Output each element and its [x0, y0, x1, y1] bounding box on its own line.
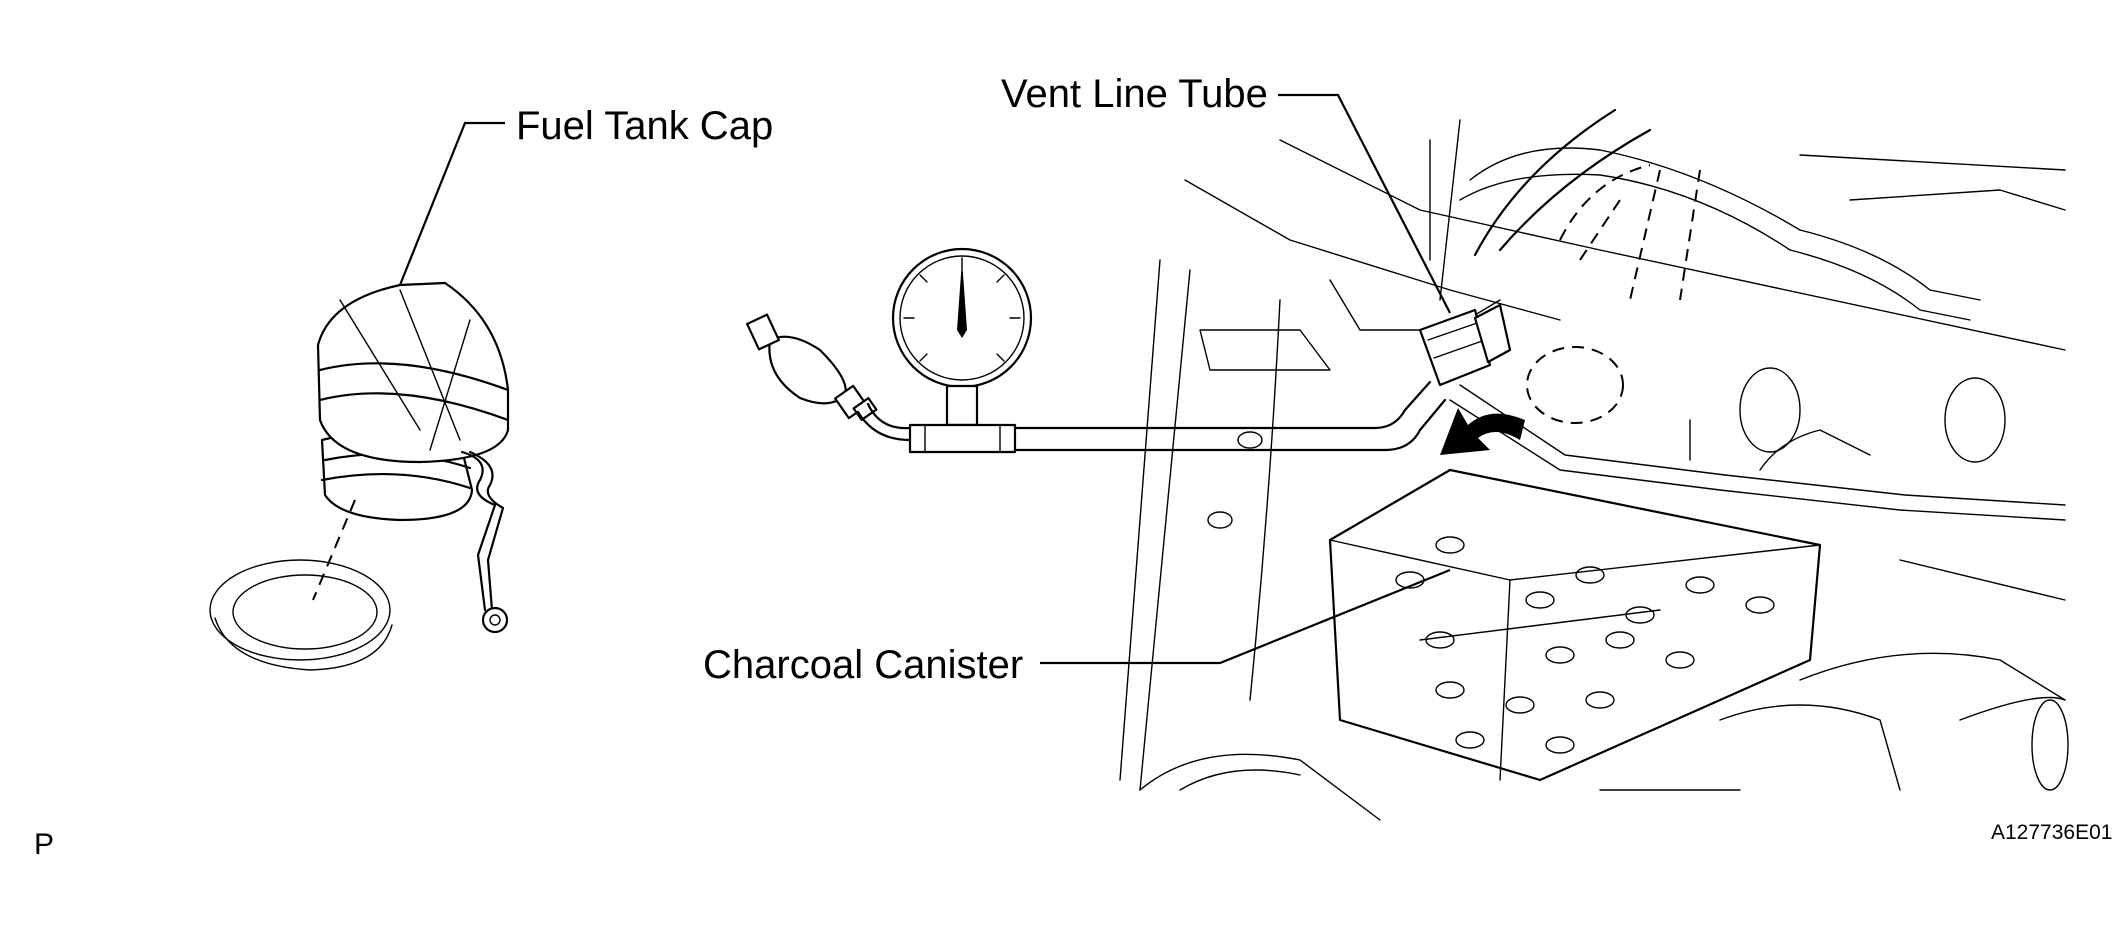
- charcoal-canister-label: Charcoal Canister: [703, 643, 1024, 687]
- fuel-tank-cap-drawing: [209, 121, 510, 671]
- vent-line-leader: [1278, 93, 1451, 314]
- fuel-tank-cap-label: Fuel Tank Cap: [516, 104, 774, 148]
- vacuum-gauge-drawing: [746, 247, 1447, 454]
- charcoal-canister-leader: [1040, 568, 1451, 665]
- figure-code-label: A127736E01: [1991, 821, 2113, 844]
- view-letter-label: P: [34, 828, 55, 861]
- vent-line-tube-label: Vent Line Tube: [1001, 72, 1268, 116]
- underbody-drawing: [1119, 108, 2069, 821]
